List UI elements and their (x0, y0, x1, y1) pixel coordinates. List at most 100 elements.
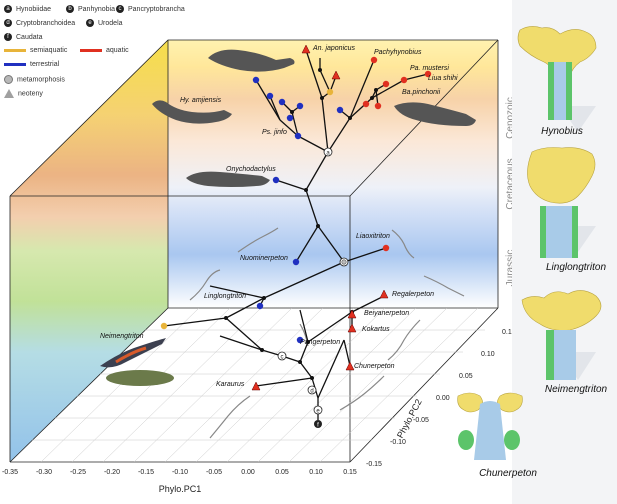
salamander-silhouette-icon (186, 171, 270, 187)
tip-onychodactylus (272, 176, 280, 184)
legend-label: Panhynobia (78, 5, 115, 13)
tip-extra-aquatic (362, 100, 370, 108)
taxon-label-pangerpeton: Pangerpeton (300, 339, 340, 346)
legend-label: Pancryptobrancha (128, 5, 185, 13)
aquatic-line-icon (80, 48, 102, 52)
taxon-tips (160, 44, 432, 391)
taxon-label-kokartus: Kokartus (362, 326, 390, 333)
tip-pa-mustersi (400, 76, 408, 84)
clade-symbol: e (86, 19, 94, 27)
x-axis-ticks: -0.35 -0.30 -0.25 -0.20 -0.15 -0.10 -0.0… (2, 469, 357, 476)
legend-label: Hynobiidae (16, 5, 52, 13)
skull-neimengtriton: Neimengtriton (521, 290, 608, 395)
legend-label: Cryptobranchoidea (16, 19, 76, 27)
x-tick: -0.30 (36, 469, 52, 476)
legend-label: semiaquatic (30, 47, 68, 54)
tip-regalerpeton (379, 289, 389, 299)
internal-nodes (224, 68, 406, 380)
semiaquatic-line-icon (4, 48, 26, 52)
taxon-labels: An. japonicus Pachyhynobius Pa. mustersi… (100, 45, 458, 388)
tip-beiyanerpeton (347, 309, 357, 319)
legend-label: terrestrial (30, 61, 60, 68)
y-tick: -0.05 (413, 417, 429, 424)
metamorphosis-circle-icon (4, 75, 13, 84)
tip-an-japonicus (301, 44, 311, 54)
tip-extra-aquatic (374, 102, 382, 110)
legend-label: Urodela (98, 19, 123, 27)
taxon-label-karaurus: Karaurus (216, 381, 245, 388)
taxon-label-pachyhynobius: Pachyhynobius (374, 49, 422, 56)
tip-hy-amjiensis (252, 76, 260, 84)
colored-salamander-illustration (100, 338, 174, 386)
skull-label-hynobius: Hynobius (541, 126, 583, 137)
x-tick: -0.10 (172, 469, 188, 476)
tip-chunerpeton (345, 361, 355, 371)
clade-symbol: d (4, 19, 12, 27)
fossil-skeleton-icon (237, 227, 279, 253)
taxon-label-neimengtriton: Neimengtriton (100, 333, 144, 340)
y-tick: -0.15 (366, 461, 382, 468)
legend-semiaquatic: semiaquatic (4, 47, 67, 54)
fossil-skeleton-icon (339, 375, 385, 411)
taxon-label-liaoxitriton: Liaoxitriton (356, 233, 390, 240)
tip-semiaquatic (326, 88, 334, 96)
y-tick: 0.15 (502, 329, 516, 336)
legend-clade-c: c Pancryptobrancha (116, 5, 185, 13)
tip-extra-aquatic (331, 70, 341, 80)
clade-node-e: e (316, 409, 320, 415)
silhouettes (152, 49, 476, 187)
clade-node-f: f (317, 423, 319, 429)
legend-label: neoteny (18, 90, 43, 98)
legend-clade-a: a Hynobiidae (4, 5, 51, 13)
clade-node-c: c (281, 355, 284, 361)
tip-ba-pinchonii (382, 80, 390, 88)
taxon-label-beiyanerpeton: Beiyanerpeton (364, 310, 409, 317)
tip-metamorphosis (341, 259, 347, 265)
tip-terrestrial (336, 106, 344, 114)
x-tick: -0.35 (2, 469, 18, 476)
period-jurassic: Jurassic (505, 250, 516, 287)
legend-label: aquatic (106, 47, 129, 54)
skull-hynobius: Hynobius (517, 26, 597, 137)
left-wall-time-bands (10, 40, 168, 462)
x-tick: -0.25 (70, 469, 86, 476)
salamander-silhouette-icon (394, 102, 476, 126)
x-tick: -0.15 (138, 469, 154, 476)
legend-clade-d: d Cryptobranchoidea (4, 19, 75, 27)
clade-node-a: a (326, 151, 330, 157)
fossil-skeleton-icon (387, 319, 421, 361)
tip-terrestrial (296, 102, 304, 110)
legend-terrestrial: terrestrial (4, 61, 59, 68)
clade-symbol: a (4, 5, 12, 13)
y-axis-ticks: 0.15 0.10 0.05 0.00 -0.05 -0.10 -0.15 (366, 329, 516, 468)
taxon-label-ba-pinchonii: Ba.pinchonii (402, 89, 441, 96)
fossil-skeletons (189, 227, 465, 439)
tip-terrestrial (278, 98, 286, 106)
taxon-label-chunerpeton: Chunerpeton (354, 363, 395, 370)
period-cretaceous: Cretaceous (505, 158, 516, 209)
tip-nuominerpeton (292, 258, 300, 266)
legend-metamorphosis: metamorphosis (4, 75, 65, 84)
tip-kokartus (347, 323, 357, 333)
period-cenozoic: Cenozoic (505, 97, 516, 139)
clade-symbol: c (116, 5, 124, 13)
taxon-label-nuominerpeton: Nuominerpeton (240, 255, 288, 262)
y-tick: 0.10 (481, 351, 495, 358)
taxon-label-linglongtriton: Linglongtriton (204, 293, 246, 300)
fossil-skeleton-icon (391, 229, 415, 259)
skull-label-chunerpeton: Chunerpeton (479, 468, 537, 479)
neoteny-triangle-icon (4, 89, 14, 98)
legend-clade-e: e Urodela (86, 19, 123, 27)
taxon-label-regalerpeton: Regalerpeton (392, 291, 434, 298)
legend-neoteny: neoteny (4, 89, 43, 98)
tip-neimengtriton (160, 322, 168, 330)
taxon-label-an-japonicus: An. japonicus (312, 45, 356, 52)
skull-label-linglongtriton: Linglongtriton (546, 262, 606, 273)
fossil-skeleton-icon (189, 269, 221, 301)
y-tick: -0.10 (390, 439, 406, 446)
skull-linglongtriton: Linglongtriton (527, 147, 606, 273)
taxon-label-ps-jinfo: Ps. jinfo (262, 129, 287, 136)
